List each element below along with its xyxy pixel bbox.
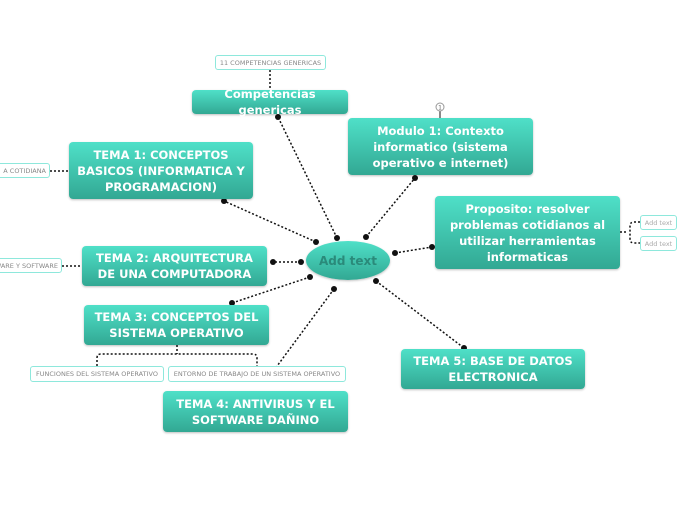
label-11-competencias[interactable]: 11 COMPETENCIAS GENERICAS [215,55,326,70]
central-topic-label: Add text [319,253,377,268]
connector-proposito-subs [620,221,640,244]
label-tema1-sub[interactable]: A COTIDIANA [0,163,50,178]
label-text: Add text [644,218,673,227]
node-competencias[interactable]: Competencias genericas [192,87,348,117]
label-text: A COTIDIANA [3,166,46,175]
node-label: TEMA 1: CONCEPTOS BASICOS (INFORMATICA Y… [77,147,245,194]
label-text: 11 COMPETENCIAS GENERICAS [219,58,322,67]
node-tema1[interactable]: TEMA 1: CONCEPTOS BASICOS (INFORMATICA Y… [69,142,253,199]
node-tema2[interactable]: TEMA 2: ARQUITECTURA DE UNA COMPUTADORA [82,246,267,286]
node-label: Modulo 1: Contexto informatico (sistema … [372,123,509,170]
connector-tema3-subs [96,345,258,366]
label-add-text-1[interactable]: Add text [640,215,677,230]
label-text: ENTORNO DE TRABAJO DE UN SISTEMA OPERATI… [173,370,341,378]
label-add-text-2[interactable]: Add text [640,236,677,251]
connector-tema4 [268,288,335,378]
label-entorno-so[interactable]: ENTORNO DE TRABAJO DE UN SISTEMA OPERATI… [168,366,346,382]
node-tema4[interactable]: TEMA 4: ANTIVIRUS Y EL SOFTWARE DAÑINO [163,391,348,432]
node-tema5[interactable]: TEMA 5: BASE DE DATOS ELECTRONICA [401,349,585,389]
node-label: TEMA 2: ARQUITECTURA DE UNA COMPUTADORA [96,251,253,281]
node-tema3[interactable]: TEMA 3: CONCEPTOS DEL SISTEMA OPERATIVO [84,305,269,345]
label-text: FUNCIONES DEL SISTEMA OPERATIVO [36,370,158,378]
connector-tema3 [231,276,311,304]
label-tema2-sub[interactable]: WARE Y SOFTWARE [0,258,62,273]
node-label: TEMA 3: CONCEPTOS DEL SISTEMA OPERATIVO [94,310,259,340]
label-funciones-so[interactable]: FUNCIONES DEL SISTEMA OPERATIVO [30,366,164,382]
connector-proposito [394,246,433,254]
node-modulo1[interactable]: Modulo 1: Contexto informatico (sistema … [348,118,533,175]
label-text: WARE Y SOFTWARE [0,261,58,270]
node-label: Competencias genericas [224,87,316,117]
collapse-indicator-icon [435,102,445,112]
connector-modulo1 [365,177,416,238]
node-label: TEMA 4: ANTIVIRUS Y EL SOFTWARE DAÑINO [176,396,335,427]
node-label: TEMA 5: BASE DE DATOS ELECTRONICA [413,354,573,384]
connector-competencias [277,116,338,239]
node-proposito[interactable]: Proposito: resolver problemas cotidianos… [435,196,620,269]
central-topic[interactable]: Add text [306,241,390,280]
connector-tema1 [223,200,317,243]
label-text: Add text [644,239,673,248]
node-label: Proposito: resolver problemas cotidianos… [449,201,606,264]
connector-tema5 [375,280,465,349]
collapsed-count[interactable]: 1 [438,105,442,112]
